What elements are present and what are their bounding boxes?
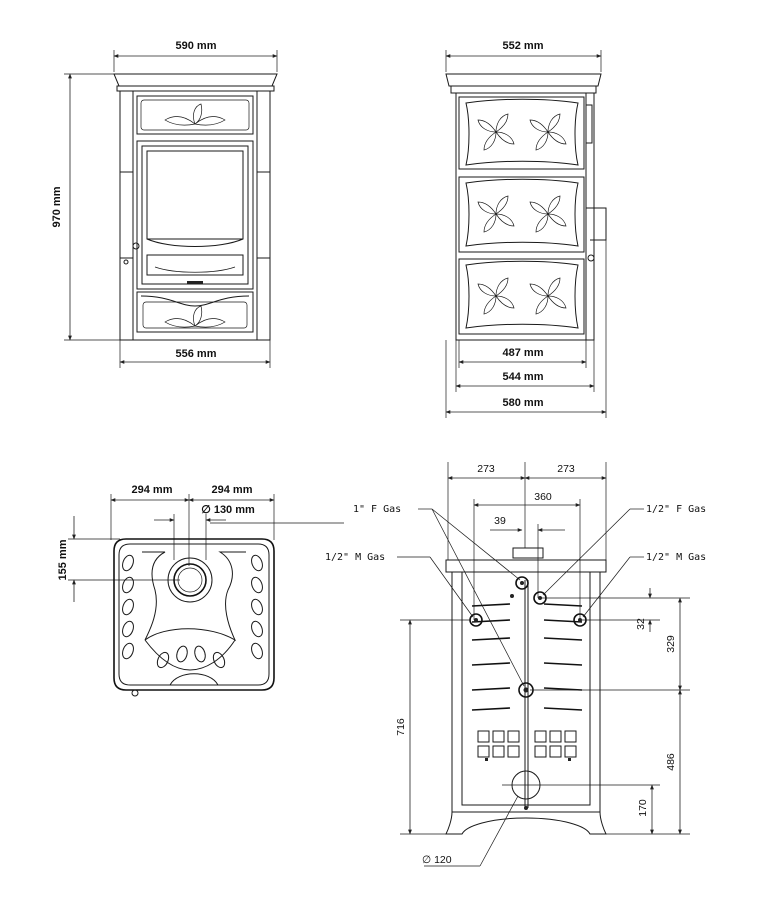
front-width-top-label: 590 mm <box>176 40 217 52</box>
flower-ornament-icon <box>477 277 515 315</box>
rear-vent-grid <box>477 730 577 761</box>
vent-slots-center <box>156 645 226 669</box>
side-width-544-label: 544 mm <box>503 371 544 383</box>
tile-row-3 <box>458 258 585 335</box>
front-height-label: 970 mm <box>51 186 63 227</box>
rear-half-left-label: 273 <box>477 463 495 475</box>
duct-diameter-label: ∅ 120 <box>422 854 452 866</box>
rear-slats-right <box>543 603 583 711</box>
label-1in-f-gas: 1" F Gas <box>353 504 401 515</box>
flue-collar-icon <box>167 557 213 603</box>
rear-view: 273 273 360 39 <box>325 462 706 867</box>
top-right-width-label: 294 mm <box>212 484 253 496</box>
rear-span-360-label: 360 <box>534 491 552 503</box>
vent-slots-right <box>251 554 263 660</box>
flower-ornament-icon <box>529 277 567 315</box>
side-width-580-label: 580 mm <box>503 397 544 409</box>
rear-dim-32-label: 32 <box>635 618 647 630</box>
rear-span-39-label: 39 <box>494 515 506 527</box>
label-half-f-gas: 1/2" F Gas <box>646 504 706 515</box>
flower-ornament-icon <box>477 195 515 233</box>
flower-ornament-icon <box>529 195 567 233</box>
top-left-width-label: 294 mm <box>132 484 173 496</box>
rear-dim-329-label: 329 <box>665 635 677 653</box>
rear-dim-716-label: 716 <box>395 718 407 736</box>
label-half-m-gas-left: 1/2" M Gas <box>325 552 385 563</box>
leaf-ornament-icon <box>164 305 226 328</box>
front-width-bottom-label: 556 mm <box>176 348 217 360</box>
rear-slats-left <box>471 603 511 711</box>
side-view: 552 mm 487 mm <box>445 40 607 418</box>
tile-row-2 <box>458 176 585 253</box>
leaf-ornament-icon <box>164 103 226 126</box>
rear-dim-170-label: 170 <box>637 799 649 817</box>
side-width-top-label: 552 mm <box>503 40 544 52</box>
flower-ornament-icon <box>529 113 567 151</box>
vent-slots-left <box>122 554 134 660</box>
top-view: 294 mm 294 mm ∅ 130 mm 155 mm <box>57 484 344 697</box>
front-view: 590 mm 970 mm <box>51 40 278 368</box>
flower-ornament-icon <box>477 113 515 151</box>
rear-half-right-label: 273 <box>557 463 575 475</box>
rear-dim-486-label: 486 <box>665 753 677 771</box>
flue-diameter-label: ∅ 130 mm <box>201 504 255 516</box>
flue-offset-label: 155 mm <box>57 539 69 580</box>
side-width-487-label: 487 mm <box>503 347 544 359</box>
tile-row-1 <box>458 96 585 170</box>
label-half-m-gas-right: 1/2" M Gas <box>646 552 706 563</box>
